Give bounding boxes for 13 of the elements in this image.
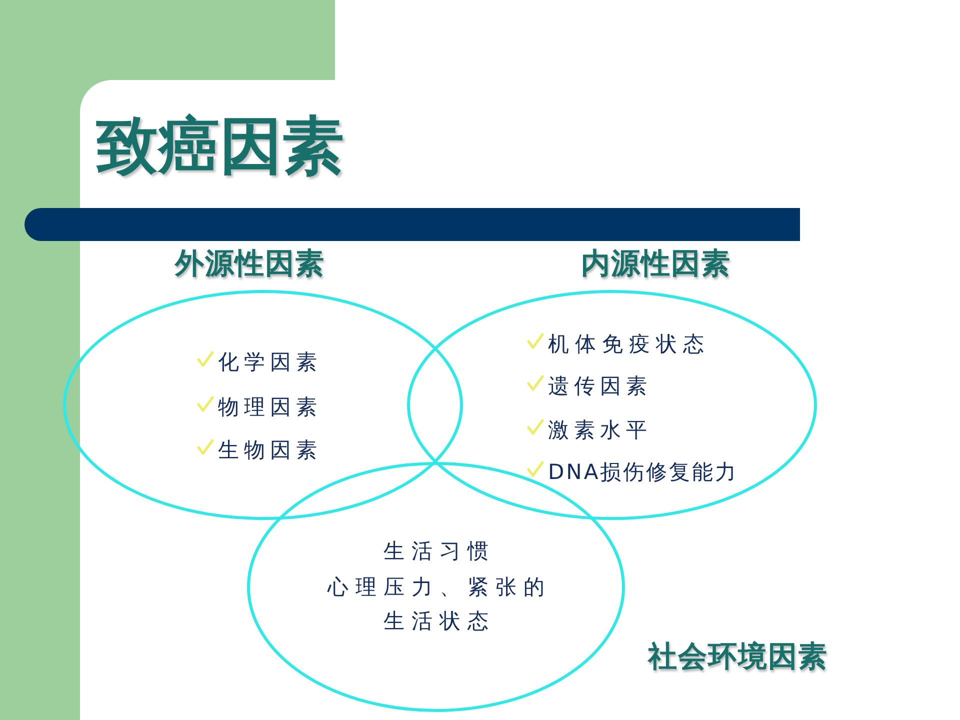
slide-title: 致癌因素 <box>96 108 344 184</box>
factor-text: DNA损伤修复能力 <box>548 459 738 486</box>
category-heading: 内源性因素 <box>581 245 731 281</box>
factor-text: 化学因素 <box>218 349 322 376</box>
factor-text: 生活习惯 <box>382 538 496 565</box>
category-heading: 社会环境因素 <box>648 638 828 674</box>
factor-text: 机体免疫状态 <box>548 331 710 358</box>
factor-text: 生物因素 <box>218 437 322 464</box>
factor-text: 遗传因素 <box>548 373 652 400</box>
category-heading: 外源性因素 <box>175 245 325 281</box>
factor-text: 心理压力、紧张的生活状态 <box>326 574 552 635</box>
factor-text: 激素水平 <box>548 417 652 444</box>
factor-text: 物理因素 <box>218 394 322 421</box>
